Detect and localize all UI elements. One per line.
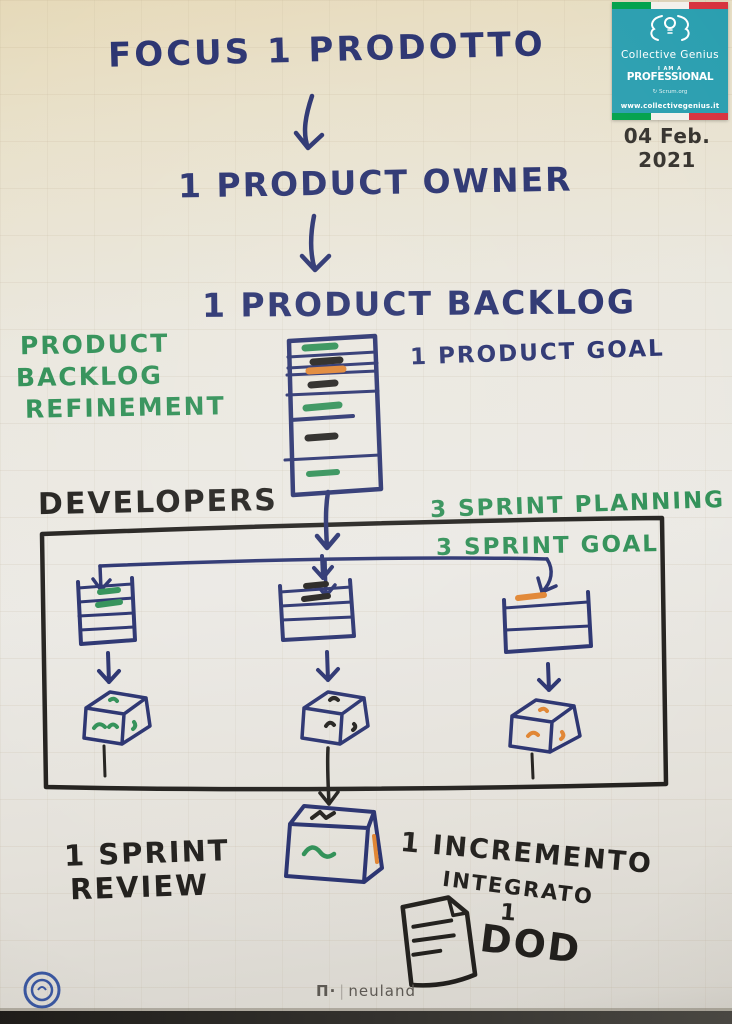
neuland-mark: Π· bbox=[316, 982, 337, 1000]
refinement-label-line1: PRODUCT bbox=[19, 328, 170, 361]
step-product-backlog: 1 PRODUCT BACKLOG bbox=[201, 282, 637, 325]
developers-box-drawing bbox=[39, 515, 669, 792]
step-product-owner: 1 PRODUCT OWNER bbox=[177, 159, 573, 206]
sprint-review-label-line2: REVIEW bbox=[69, 867, 210, 907]
sprint-backlog-middle-drawing bbox=[278, 578, 356, 642]
italian-flag-stripe-top bbox=[612, 2, 729, 9]
arrow-owner-to-backlog-icon bbox=[299, 213, 332, 273]
badge-top-text: I AM A bbox=[657, 66, 683, 73]
arrow-left-stack-to-cube-icon bbox=[97, 651, 121, 684]
arrow-right-stack-to-cube-icon bbox=[537, 662, 561, 692]
badge-main-text: PROFESSIONAL bbox=[626, 71, 714, 84]
refinement-label-line2: BACKLOG bbox=[15, 360, 164, 393]
photo-date-label: 04 Feb. 2021 bbox=[623, 124, 711, 172]
heads-lightbulb-icon bbox=[650, 15, 690, 41]
scrum-org-icon: ↻ bbox=[652, 89, 658, 96]
arrow-title-to-owner-icon bbox=[293, 93, 325, 151]
increment-cube-middle-drawing bbox=[300, 690, 370, 746]
sprint-backlog-right-drawing bbox=[502, 590, 593, 654]
logo-brand-name: Collective Genius bbox=[621, 49, 719, 62]
middle-drop-arrow-icon bbox=[318, 746, 340, 806]
increment-cube-left-drawing bbox=[82, 690, 152, 778]
neuland-divider: | bbox=[339, 982, 346, 1000]
collective-genius-logo-card: Collective Genius I AM A PROFESSIONAL ↻ … bbox=[612, 2, 729, 120]
increment-cube-right-drawing bbox=[508, 698, 582, 780]
sprint-backlog-left-drawing bbox=[76, 576, 137, 646]
product-backlog-drawing bbox=[283, 333, 384, 498]
integrated-increment-drawing bbox=[284, 804, 384, 884]
neuland-name: neuland bbox=[348, 982, 416, 1000]
dod-document-icon bbox=[400, 895, 478, 988]
paper-bottom-edge bbox=[0, 1008, 732, 1011]
italian-flag-stripe-bottom bbox=[612, 113, 729, 120]
arrow-middle-stack-to-cube-icon bbox=[316, 650, 340, 682]
table-edge-strip bbox=[0, 1011, 732, 1024]
logo-website: www.collectivegenius.it bbox=[620, 101, 720, 110]
refinement-label-line3: REFINEMENT bbox=[24, 391, 226, 424]
neuland-logo: Π·|neuland bbox=[0, 982, 732, 1000]
partner-name: Scrum.org bbox=[658, 89, 688, 96]
